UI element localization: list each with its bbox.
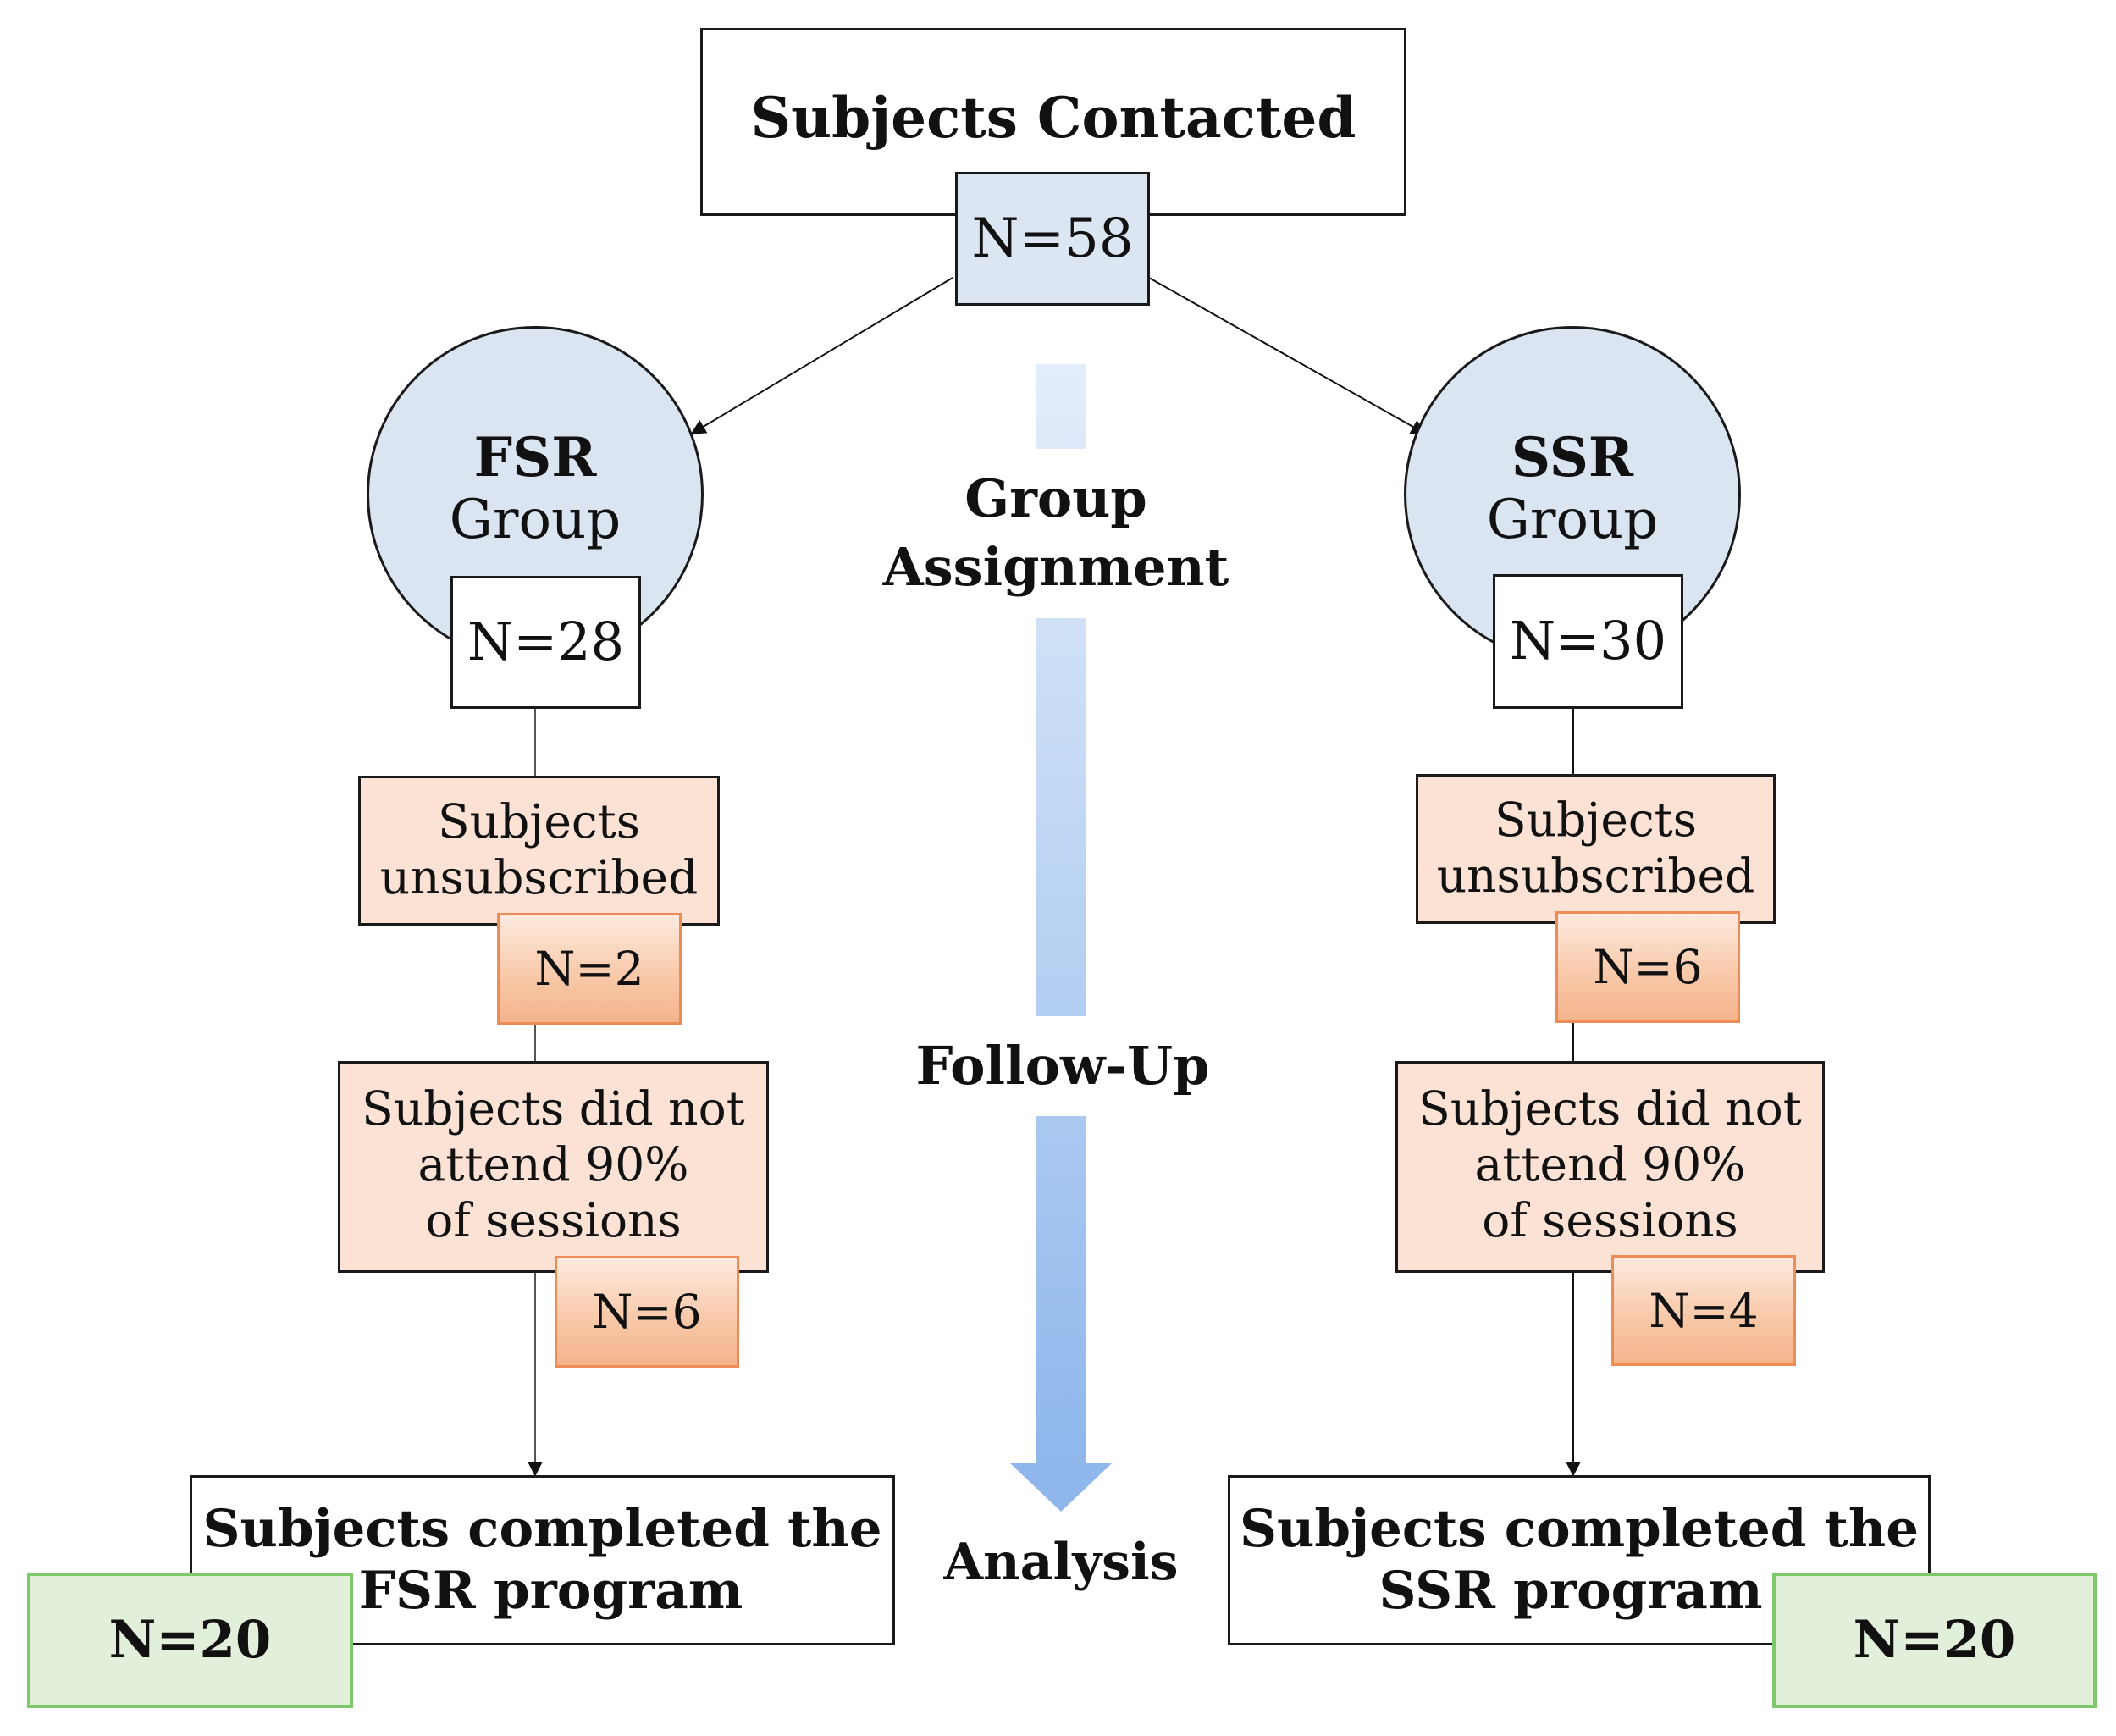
timeline-arrow-head	[1010, 1463, 1112, 1512]
ssr-attendance-line3: of sessions	[1482, 1193, 1738, 1247]
fsr-attendance-count: N=6	[555, 1256, 739, 1368]
fsr-unsubscribed-count: N=2	[497, 913, 682, 1025]
ssr-unsubscribed-box: Subjects unsubscribed	[1416, 774, 1776, 924]
fsr-attendance-line3: of sessions	[425, 1193, 682, 1247]
ssr-group-abbr: SSR	[1511, 426, 1634, 489]
ssr-attendance-count: N=4	[1611, 1255, 1796, 1366]
fsr-unsubscribed-line1: Subjects	[437, 794, 641, 849]
fsr-attendance-line2: attend 90%	[417, 1137, 689, 1191]
ssr-unsubscribed-line2: unsubscribed	[1436, 849, 1755, 903]
fsr-completed-line1: Subjects completed the	[202, 1499, 882, 1559]
ssr-unsubscribed-count: N=6	[1555, 911, 1740, 1023]
ssr-attendance-box: Subjects did not attend 90% of sessions	[1395, 1061, 1825, 1273]
ssr-group-word: Group	[1486, 489, 1659, 552]
fsr-attendance-box: Subjects did not attend 90% of sessions	[338, 1061, 769, 1273]
ssr-unsubscribed-line1: Subjects	[1494, 793, 1698, 847]
stage-group-assignment-line1: Group	[964, 467, 1147, 530]
stage-group-assignment-line2: Assignment	[882, 536, 1229, 598]
ssr-completed-line1: Subjects completed the	[1239, 1499, 1920, 1559]
ssr-attendance-line1: Subjects did not	[1418, 1081, 1802, 1136]
fsr-unsubscribed-box: Subjects unsubscribed	[358, 776, 720, 926]
ssr-count-box: N=30	[1493, 574, 1683, 709]
fsr-group-word: Group	[449, 489, 622, 552]
arrow-to-ssr	[1148, 277, 1427, 434]
arrow-to-fsr	[690, 277, 953, 434]
ssr-completed-count: N=20	[1772, 1573, 2097, 1708]
fsr-completed-count: N=20	[27, 1573, 353, 1708]
ssr-completed-line2: SSR program	[1378, 1561, 1763, 1622]
ssr-attendance-line2: attend 90%	[1474, 1137, 1746, 1191]
stage-follow-up: Follow-Up	[885, 1016, 1240, 1116]
fsr-unsubscribed-line2: unsubscribed	[379, 850, 699, 904]
fsr-group-abbr: FSR	[473, 426, 597, 489]
stage-group-assignment: Group Assignment	[870, 449, 1242, 618]
fsr-attendance-line1: Subjects did not	[362, 1081, 745, 1136]
fsr-completed-line2: FSR program	[358, 1561, 743, 1622]
stage-analysis: Analysis	[943, 1533, 1179, 1592]
ssr-completed-box: Subjects completed the SSR program	[1228, 1475, 1931, 1645]
total-count-badge: N=58	[955, 172, 1150, 306]
fsr-count-box: N=28	[450, 576, 641, 709]
